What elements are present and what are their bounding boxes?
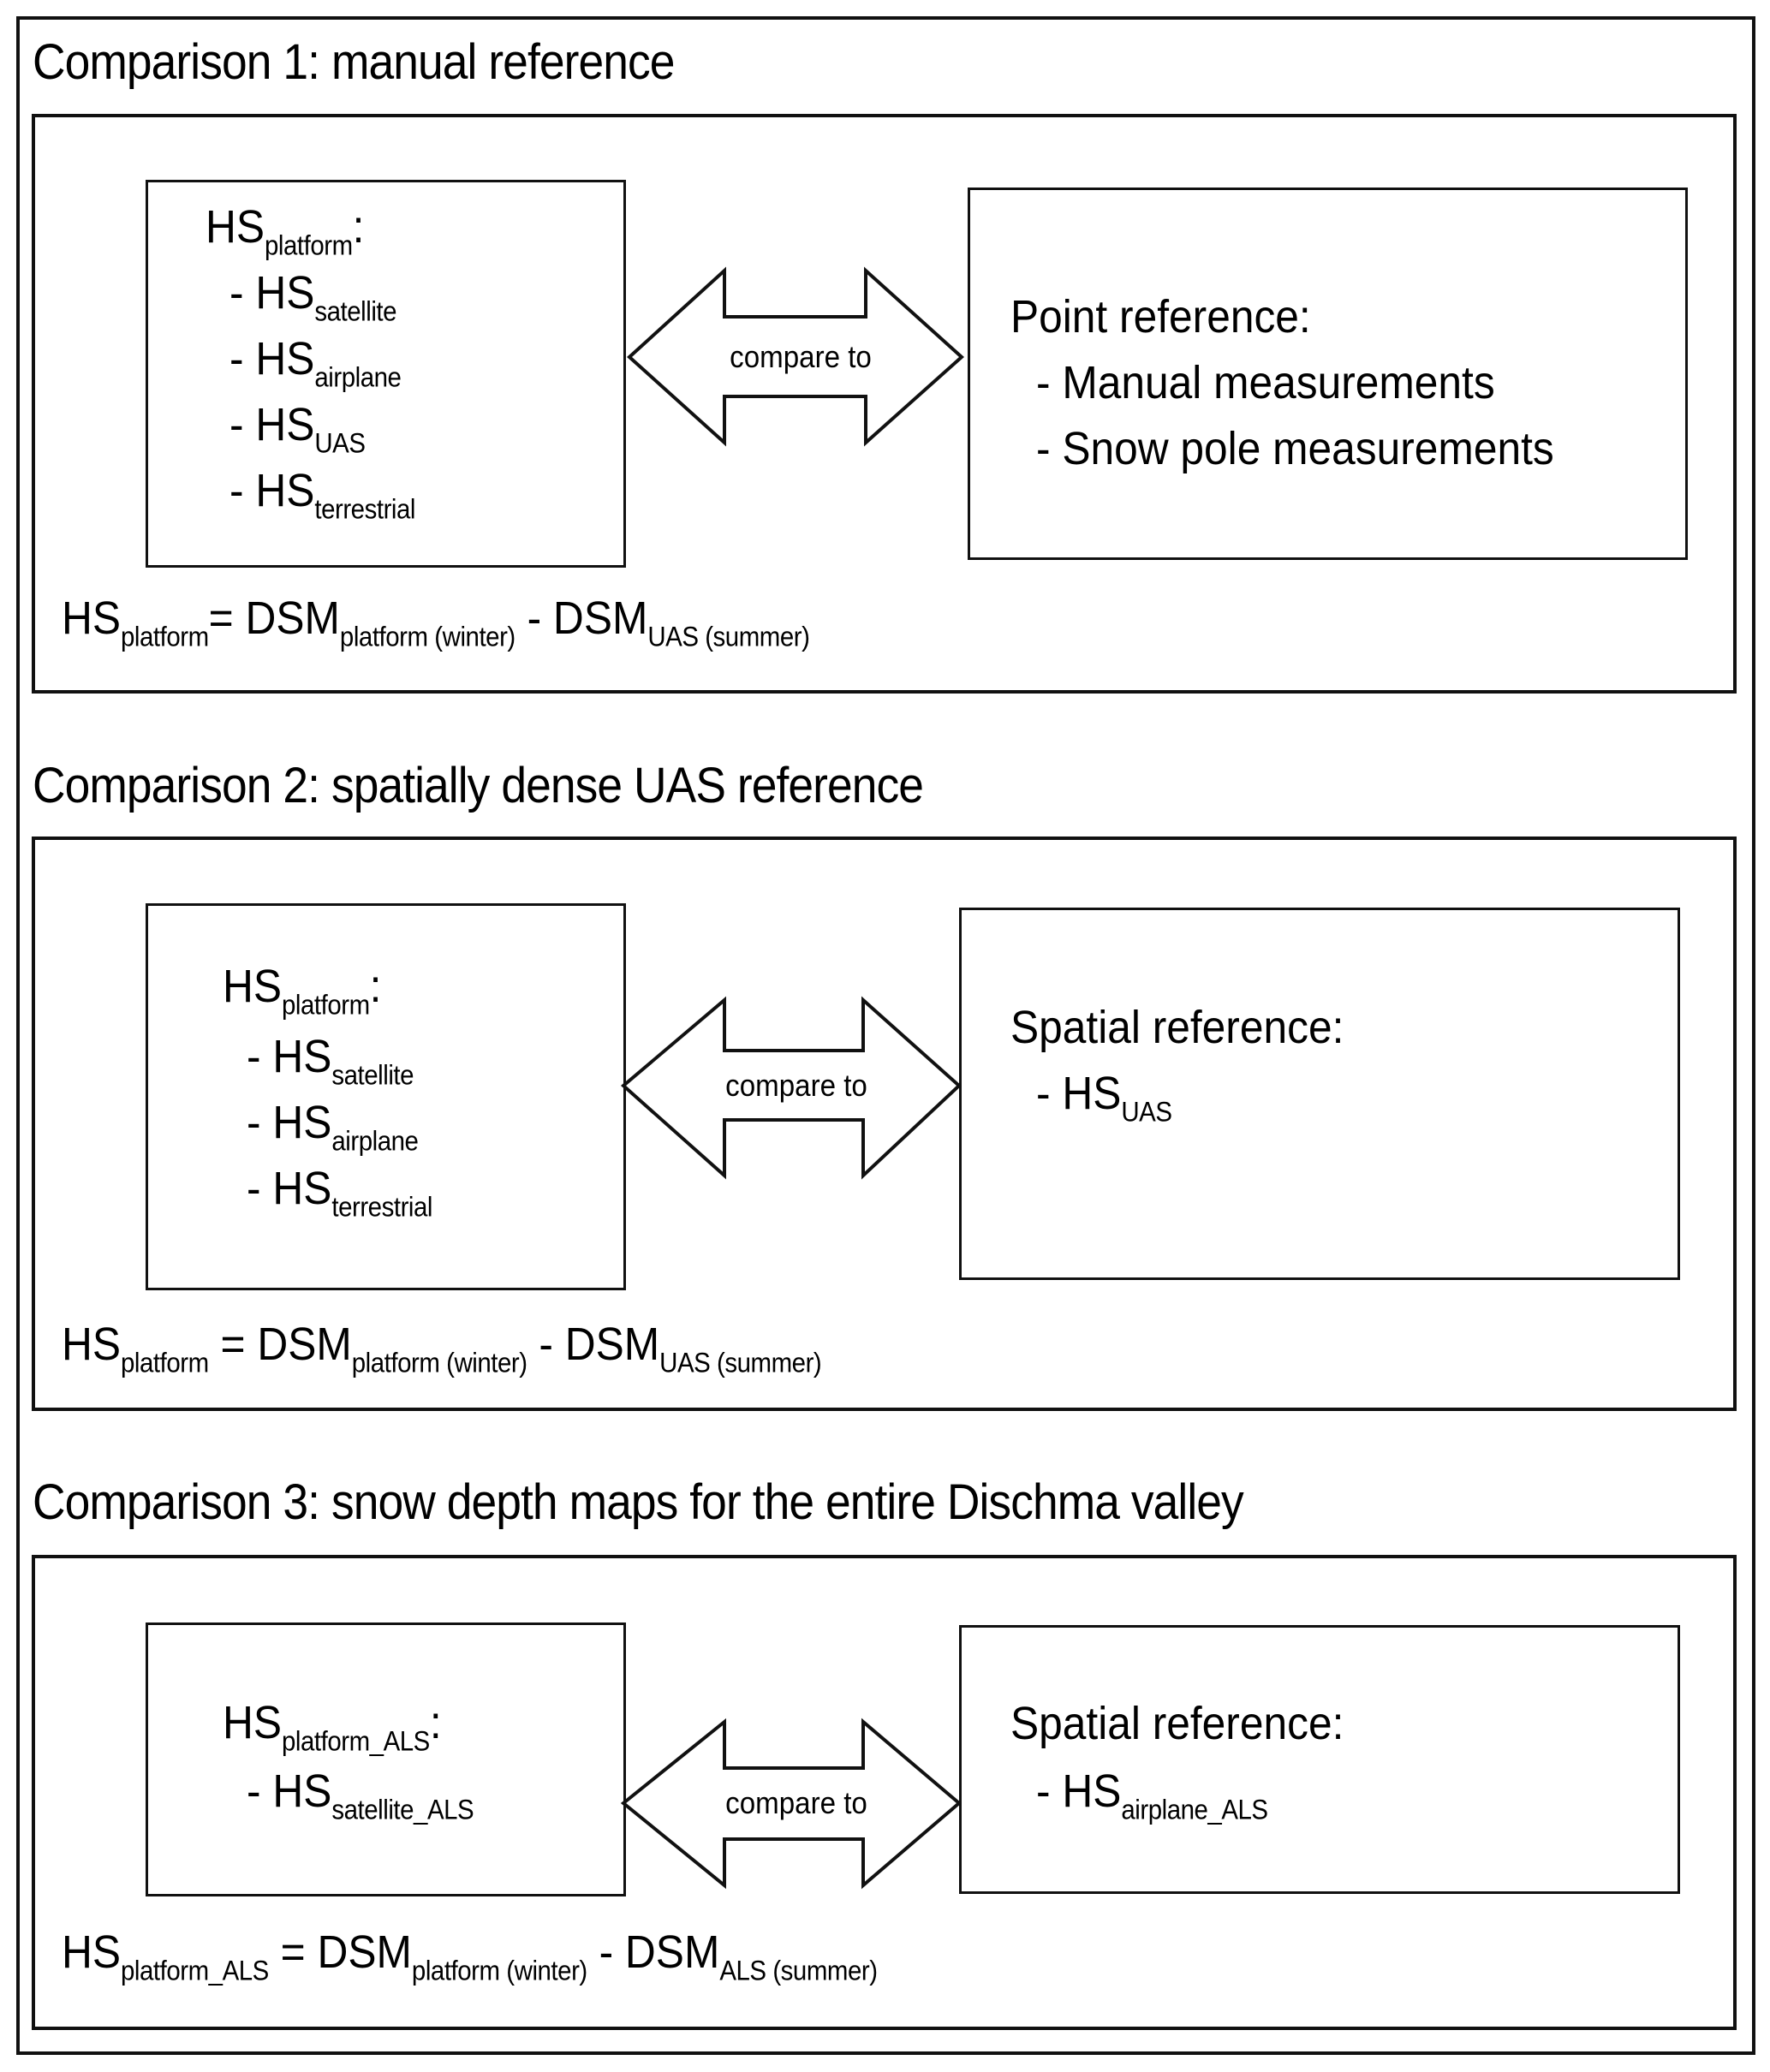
reference-heading: Point reference: [1010, 291, 1311, 342]
reference-item: - Snow pole measurements [1036, 423, 1554, 474]
platform-item: - HSsatellite [229, 267, 397, 327]
platform-item: - HSsatellite_ALS [247, 1765, 474, 1825]
formula: HSplatform_ALS = DSMplatform (winter) - … [62, 1926, 878, 1986]
platform-item: - HSsatellite [247, 1031, 414, 1091]
compare-to-label: compare to [725, 1785, 867, 1820]
platform-box [146, 1622, 626, 1896]
reference-heading: Spatial reference: [1010, 1002, 1344, 1053]
platform-item: - HSairplane [247, 1097, 419, 1157]
compare-to-label: compare to [725, 1068, 867, 1103]
reference-item: - HSairplane_ALS [1036, 1765, 1268, 1825]
double-arrow-shape [620, 996, 962, 1180]
double-arrow-shape [627, 266, 964, 447]
formula: HSplatform = DSMplatform (winter) - DSMU… [62, 1319, 822, 1378]
platform-heading: HSplatform: [223, 961, 382, 1021]
reference-item: - HSUAS [1036, 1068, 1172, 1128]
formula: HSplatform= DSMplatform (winter) - DSMUA… [62, 592, 810, 652]
reference-box [959, 1625, 1680, 1894]
double-arrow-shape [620, 1718, 962, 1890]
platform-box [146, 903, 626, 1290]
outer-frame [16, 16, 1755, 2055]
reference-item: - Manual measurements [1036, 357, 1495, 408]
section-box [32, 114, 1737, 694]
platform-heading: HSplatform: [206, 201, 365, 261]
platform-box [146, 180, 626, 568]
section-title: Comparison 1: manual reference [33, 34, 675, 90]
platform-item: - HSterrestrial [229, 465, 415, 525]
section-box [32, 1555, 1737, 2030]
section-title: Comparison 2: spatially dense UAS refere… [33, 758, 924, 813]
platform-item: - HSairplane [229, 333, 402, 393]
section-box [32, 837, 1737, 1411]
compare-to-label: compare to [730, 339, 872, 374]
platform-heading: HSplatform_ALS: [223, 1697, 442, 1757]
platform-item: - HSUAS [229, 399, 366, 459]
section-title: Comparison 3: snow depth maps for the en… [33, 1474, 1244, 1530]
reference-box [968, 188, 1688, 560]
reference-heading: Spatial reference: [1010, 1698, 1344, 1749]
platform-item: - HSterrestrial [247, 1163, 432, 1223]
reference-box [959, 908, 1680, 1280]
